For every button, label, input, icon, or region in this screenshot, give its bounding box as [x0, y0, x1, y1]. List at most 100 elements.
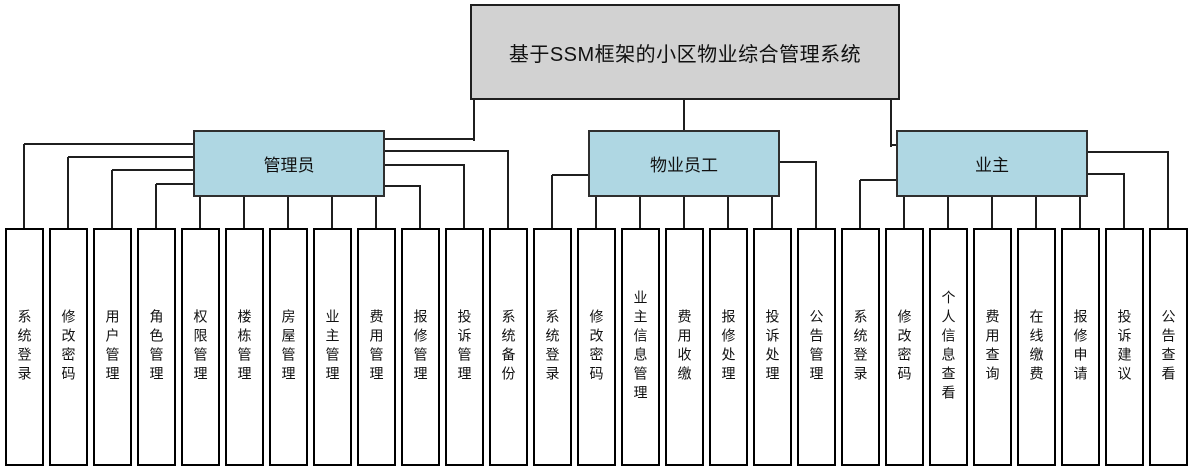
- connector-line: [507, 151, 509, 228]
- leaf-label: 系统登录: [852, 309, 869, 385]
- leaf-node: 修改密码: [577, 228, 616, 466]
- leaf-label: 报修申请: [1072, 309, 1089, 385]
- connector-line: [375, 197, 377, 228]
- leaf-node: 系统登录: [533, 228, 572, 466]
- connector-line: [24, 143, 193, 145]
- leaf-node: 投诉管理: [445, 228, 484, 466]
- connector-line: [287, 197, 289, 228]
- connector-line: [1088, 173, 1125, 175]
- connector-line: [463, 165, 465, 228]
- branch-label-property-staff: 物业员工: [650, 156, 718, 175]
- connector-line: [859, 180, 861, 228]
- connector-line: [385, 150, 509, 152]
- leaf-node: 楼栋管理: [225, 228, 264, 466]
- connector-line: [331, 197, 333, 228]
- connector-line: [385, 164, 465, 166]
- connector-line: [947, 197, 949, 228]
- connector-line: [552, 174, 588, 176]
- leaf-node: 报修申请: [1061, 228, 1100, 466]
- connector-line: [1167, 152, 1169, 228]
- leaf-label: 系统登录: [544, 309, 561, 385]
- connector-line: [595, 197, 597, 228]
- connector-line: [155, 184, 157, 228]
- leaf-node: 个人信息查看: [929, 228, 968, 466]
- leaf-label: 业主管理: [324, 309, 341, 385]
- leaf-node: 角色管理: [137, 228, 176, 466]
- leaf-node: 费用管理: [357, 228, 396, 466]
- connector-line: [780, 161, 817, 163]
- branch-node-property-staff: 物业员工: [588, 130, 780, 197]
- connector-line: [683, 100, 685, 131]
- connector-line: [991, 197, 993, 228]
- branch-label-owner: 业主: [975, 156, 1009, 175]
- leaf-node: 公告查看: [1149, 228, 1188, 466]
- leaf-node: 权限管理: [181, 228, 220, 466]
- branch-node-owner: 业主: [896, 130, 1088, 197]
- leaf-label: 系统登录: [16, 309, 33, 385]
- leaf-node: 系统登录: [5, 228, 44, 466]
- leaf-node: 用户管理: [93, 228, 132, 466]
- connector-line: [419, 186, 421, 228]
- connector-line: [683, 197, 685, 228]
- connector-line: [156, 183, 193, 185]
- connector-line: [243, 197, 245, 228]
- leaf-node: 在线缴费: [1017, 228, 1056, 466]
- leaf-label: 在线缴费: [1028, 309, 1045, 385]
- leaf-label: 投诉管理: [456, 309, 473, 385]
- leaf-node: 修改密码: [885, 228, 924, 466]
- leaf-node: 房屋管理: [269, 228, 308, 466]
- leaf-node: 投诉建议: [1105, 228, 1144, 466]
- leaf-node: 业主信息管理: [621, 228, 660, 466]
- connector-line: [639, 197, 641, 228]
- connector-line: [1123, 174, 1125, 228]
- connector-line: [771, 197, 773, 228]
- connector-line: [473, 100, 475, 141]
- leaf-label: 系统备份: [500, 309, 517, 385]
- leaf-label: 投诉处理: [764, 309, 781, 385]
- connector-line: [551, 175, 553, 228]
- leaf-node: 系统备份: [489, 228, 528, 466]
- leaf-label: 房屋管理: [280, 309, 297, 385]
- leaf-label: 费用查询: [984, 309, 1001, 385]
- connector-line: [1088, 151, 1169, 153]
- connector-line: [68, 156, 193, 158]
- leaf-label: 修改密码: [60, 309, 77, 385]
- leaf-label: 用户管理: [104, 309, 121, 385]
- connector-line: [112, 169, 193, 171]
- leaf-label: 报修管理: [412, 309, 429, 385]
- leaf-label: 投诉建议: [1116, 309, 1133, 385]
- leaf-label: 费用管理: [368, 309, 385, 385]
- leaf-label: 业主信息管理: [632, 290, 649, 404]
- connector-line: [111, 170, 113, 228]
- connector-line: [1035, 197, 1037, 228]
- connector-line: [1079, 197, 1081, 228]
- leaf-node: 费用查询: [973, 228, 1012, 466]
- root-label: 基于SSM框架的小区物业综合管理系统: [508, 43, 862, 66]
- leaf-node: 系统登录: [841, 228, 880, 466]
- root-node: 基于SSM框架的小区物业综合管理系统: [470, 4, 900, 100]
- connector-line: [385, 185, 421, 187]
- leaf-node: 业主管理: [313, 228, 352, 466]
- leaf-label: 修改密码: [588, 309, 605, 385]
- connector-line: [23, 144, 25, 228]
- connector-line: [891, 144, 897, 146]
- branch-label-administrator: 管理员: [263, 156, 315, 175]
- leaf-label: 楼栋管理: [236, 309, 253, 385]
- connector-line: [860, 179, 896, 181]
- connector-line: [199, 197, 201, 228]
- leaf-label: 公告管理: [808, 309, 825, 385]
- leaf-label: 报修处理: [720, 309, 737, 385]
- leaf-label: 个人信息查看: [940, 290, 957, 404]
- leaf-node: 费用收缴: [665, 228, 704, 466]
- connector-line: [67, 157, 69, 228]
- leaf-node: 报修处理: [709, 228, 748, 466]
- connector-line: [727, 197, 729, 228]
- branch-node-administrator: 管理员: [193, 130, 385, 197]
- connector-line: [903, 197, 905, 228]
- leaf-node: 公告管理: [797, 228, 836, 466]
- leaf-node: 报修管理: [401, 228, 440, 466]
- connector-line: [815, 162, 817, 228]
- connector-line: [385, 138, 475, 140]
- leaf-label: 费用收缴: [676, 309, 693, 385]
